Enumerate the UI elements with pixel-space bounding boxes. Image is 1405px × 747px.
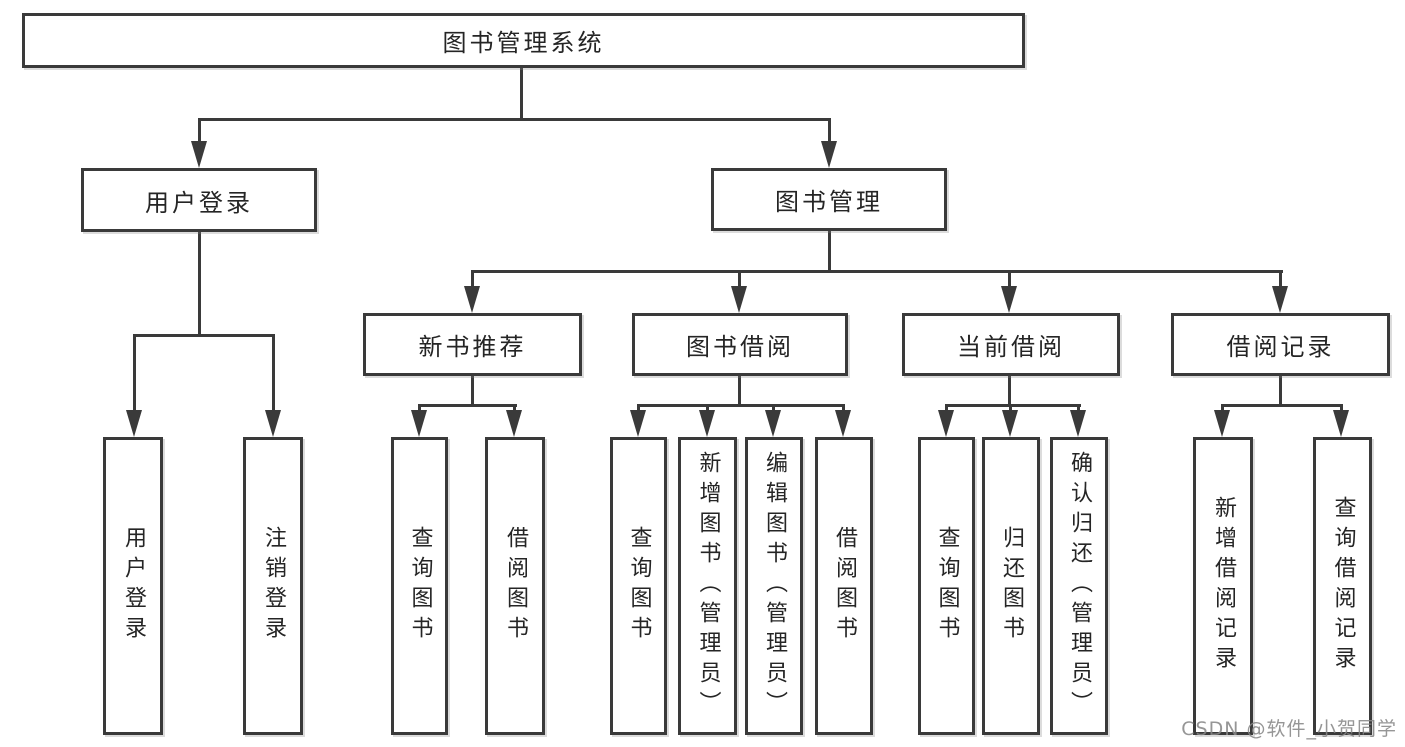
connector-line (471, 376, 474, 407)
connector-line (198, 232, 201, 337)
leaf-confirm-return-admin: 确认归还（管理员） (1050, 437, 1108, 735)
arrowhead-down (731, 286, 747, 313)
connector-line (637, 404, 845, 407)
arrowhead-down (265, 410, 281, 437)
connector-line (1077, 404, 1080, 414)
arrowhead-down (1333, 410, 1349, 437)
arrowhead-down (1214, 410, 1230, 437)
arrowhead-down (1070, 410, 1086, 437)
node-current-borrowing: 当前借阅 (902, 313, 1120, 376)
connector-line (513, 404, 516, 414)
connector-line (198, 118, 831, 121)
connector-line (1008, 376, 1011, 407)
node-library-system: 图书管理系统 (22, 13, 1025, 68)
leaf-query-books-recommend: 查询图书 (391, 437, 448, 735)
connector-line (1221, 404, 1224, 414)
leaf-add-borrow-record: 新增借阅记录 (1193, 437, 1253, 735)
connector-line (706, 404, 709, 414)
leaf-add-book-admin: 新增图书（管理员） (678, 437, 737, 735)
connector-line (738, 376, 741, 407)
leaf-logout: 注销登录 (243, 437, 303, 735)
connector-line (945, 404, 1081, 407)
connector-line (471, 270, 1283, 273)
leaf-edit-book-admin: 编辑图书（管理员） (745, 437, 803, 735)
connector-line (828, 231, 831, 273)
arrowhead-down (835, 410, 851, 437)
arrowhead-down (191, 141, 207, 168)
node-borrowing-records: 借阅记录 (1171, 313, 1390, 376)
leaf-borrow-books-recommend: 借阅图书 (485, 437, 545, 735)
arrowhead-down (630, 410, 646, 437)
leaf-query-books-borrowing: 查询图书 (610, 437, 667, 735)
connector-line (520, 68, 523, 120)
connector-line (1340, 404, 1343, 414)
leaf-user-login: 用户登录 (103, 437, 163, 735)
connector-line (1279, 376, 1282, 407)
leaf-query-books-current: 查询图书 (918, 437, 975, 735)
arrowhead-down (1001, 286, 1017, 313)
connector-line (133, 334, 275, 337)
connector-line (828, 118, 831, 146)
leaf-borrow-books-borrowing: 借阅图书 (815, 437, 873, 735)
connector-line (637, 404, 640, 414)
arrowhead-down (699, 410, 715, 437)
connector-line (133, 334, 136, 414)
arrowhead-down (1272, 286, 1288, 313)
connector-line (471, 270, 474, 288)
arrowhead-down (126, 410, 142, 437)
arrowhead-down (464, 286, 480, 313)
node-user-login: 用户登录 (81, 168, 317, 232)
leaf-query-borrow-record: 查询借阅记录 (1313, 437, 1372, 735)
node-new-book-recommendation: 新书推荐 (363, 313, 582, 376)
node-book-borrowing: 图书借阅 (632, 313, 848, 376)
arrowhead-down (506, 410, 522, 437)
connector-line (738, 270, 741, 288)
connector-line (198, 118, 201, 146)
connector-line (772, 404, 775, 414)
connector-line (945, 404, 948, 414)
arrowhead-down (411, 410, 427, 437)
arrowhead-down (765, 410, 781, 437)
connector-line (1221, 404, 1343, 407)
connector-line (1279, 270, 1282, 288)
arrowhead-down (938, 410, 954, 437)
leaf-return-books: 归还图书 (982, 437, 1040, 735)
connector-line (1009, 404, 1012, 414)
arrowhead-down (821, 141, 837, 168)
connector-line (272, 334, 275, 414)
connector-line (418, 404, 517, 407)
node-book-management: 图书管理 (711, 168, 947, 231)
arrowhead-down (1002, 410, 1018, 437)
connector-line (1008, 270, 1011, 288)
connector-line (842, 404, 845, 414)
watermark: CSDN @软件_小贺同学 (1181, 718, 1397, 740)
connector-line (418, 404, 421, 414)
